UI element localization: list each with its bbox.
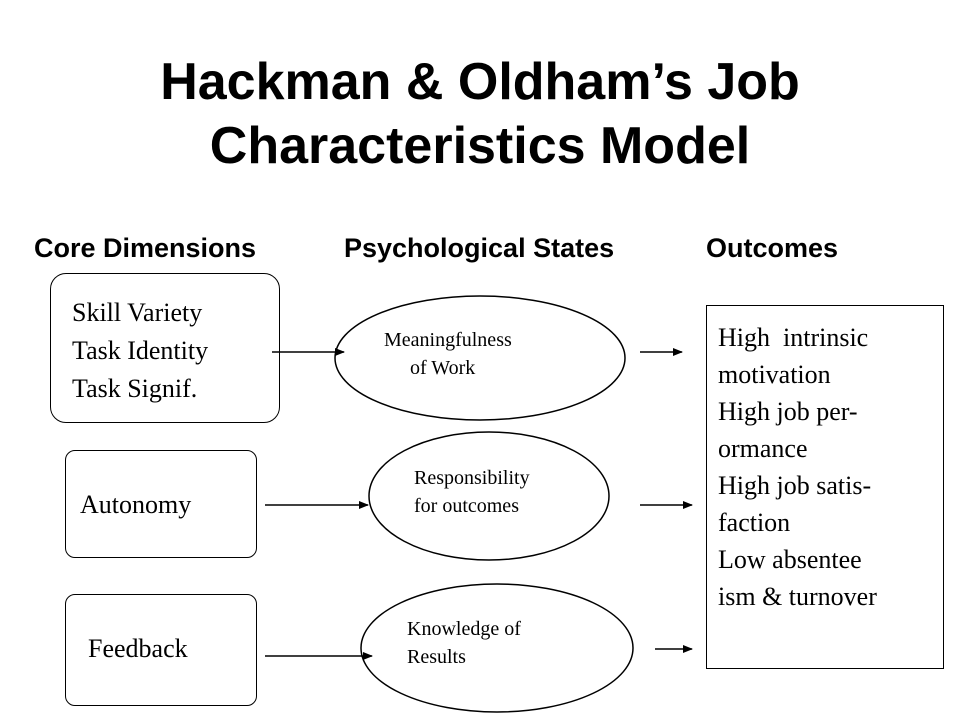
outcomes-list: High intrinsic motivation High job per- … bbox=[718, 319, 877, 615]
state-ellipse-responsibility bbox=[368, 431, 610, 561]
state-label-responsibility: Responsibility for outcomes bbox=[414, 464, 530, 520]
core-item-task-identity: Task Identity bbox=[72, 336, 209, 365]
header-core-dimensions: Core Dimensions bbox=[34, 233, 257, 263]
core-box-skill-task bbox=[50, 273, 280, 423]
title-line-1: Hackman & Oldham’s Job bbox=[160, 53, 800, 111]
core-item-autonomy: Autonomy bbox=[80, 490, 192, 519]
state-meaningfulness-line-2: of Work bbox=[410, 357, 476, 379]
core-item-feedback: Feedback bbox=[88, 634, 188, 663]
state-ellipse-meaningfulness bbox=[334, 295, 626, 421]
header-outcomes: Outcomes bbox=[706, 233, 839, 263]
outcome-line: faction bbox=[718, 508, 791, 537]
outcome-line: High job satis- bbox=[718, 471, 872, 500]
outcomes-box bbox=[706, 305, 944, 669]
state-responsibility-line-1: Responsibility bbox=[414, 467, 530, 489]
state-meaningfulness-line-1: Meaningfulness bbox=[384, 329, 512, 351]
core-box-autonomy bbox=[65, 450, 257, 558]
core-item-task-significance: Task Signif. bbox=[72, 374, 198, 403]
outcome-line: High intrinsic bbox=[718, 323, 869, 352]
header-psychological-states: Psychological States bbox=[344, 233, 615, 263]
state-responsibility-line-2: for outcomes bbox=[414, 495, 519, 517]
state-label-meaningfulness: Meaningfulness of Work bbox=[384, 326, 512, 382]
state-knowledge-line-2: Results bbox=[407, 646, 466, 668]
outcome-line: motivation bbox=[718, 360, 831, 389]
state-label-knowledge: Knowledge of Results bbox=[407, 615, 521, 671]
title-line-2: Characteristics Model bbox=[209, 117, 751, 175]
core-box-skill-task-text: Skill Variety Task Identity Task Signif. bbox=[72, 294, 208, 408]
outcome-line: High job per- bbox=[718, 397, 858, 426]
state-ellipse-knowledge bbox=[360, 583, 634, 713]
state-knowledge-line-1: Knowledge of bbox=[407, 618, 521, 640]
outcome-line: ormance bbox=[718, 434, 808, 463]
slide-title: Hackman & Oldham’s Job Characteristics M… bbox=[0, 50, 960, 178]
core-box-feedback bbox=[65, 594, 257, 706]
outcome-line: ism & turnover bbox=[718, 582, 877, 611]
core-item-skill-variety: Skill Variety bbox=[72, 298, 203, 327]
outcome-line: Low absentee bbox=[718, 545, 862, 574]
